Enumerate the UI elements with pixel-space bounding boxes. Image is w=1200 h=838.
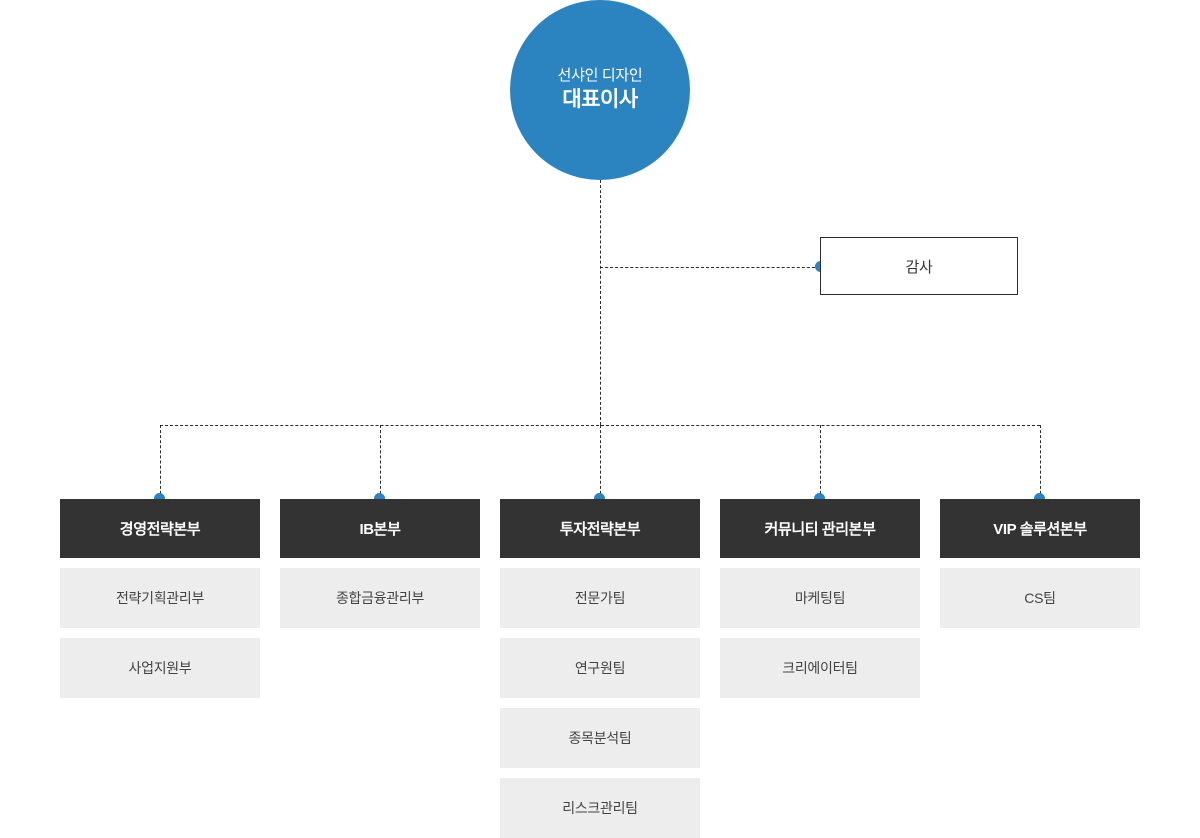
department-header-4[interactable]: 커뮤니티 관리본부 — [720, 499, 920, 558]
ceo-company-label: 선샤인 디자인 — [557, 67, 643, 84]
department-name-label: 경영전략본부 — [119, 521, 201, 538]
team-box[interactable]: 전략기획관리부 — [60, 568, 260, 628]
team-box[interactable]: 전문가팀 — [500, 568, 700, 628]
team-label: 전략기획관리부 — [115, 590, 205, 606]
team-label: 사업지원부 — [128, 660, 192, 676]
connector-dot-dept-1 — [154, 493, 165, 504]
team-box[interactable]: 종목분석팀 — [500, 708, 700, 768]
ceo-node[interactable]: 선샤인 디자인 대표이사 — [510, 0, 690, 180]
audit-box[interactable]: 감사 — [820, 237, 1018, 295]
team-label: 종목분석팀 — [568, 730, 632, 746]
department-column-1: 경영전략본부 전략기획관리부 사업지원부 — [60, 499, 260, 698]
team-label: 크리에이터팀 — [782, 660, 858, 676]
team-box[interactable]: 크리에이터팀 — [720, 638, 920, 698]
drop-line-dept-3 — [600, 425, 601, 499]
department-name-label: 투자전략본부 — [559, 521, 641, 538]
department-name-label: 커뮤니티 관리본부 — [764, 521, 876, 538]
team-box[interactable]: 리스크관리팀 — [500, 778, 700, 838]
department-header-1[interactable]: 경영전략본부 — [60, 499, 260, 558]
drop-line-dept-2 — [380, 425, 381, 499]
team-box[interactable]: 사업지원부 — [60, 638, 260, 698]
team-box[interactable]: 연구원팀 — [500, 638, 700, 698]
team-box[interactable]: 마케팅팀 — [720, 568, 920, 628]
drop-line-dept-4 — [820, 425, 821, 499]
department-header-3[interactable]: 투자전략본부 — [500, 499, 700, 558]
audit-label: 감사 — [905, 258, 933, 276]
team-label: 리스크관리팀 — [562, 800, 638, 816]
connector-dot-dept-2 — [374, 493, 385, 504]
audit-branch-line — [600, 267, 820, 268]
department-column-5: VIP 솔루션본부 CS팀 — [940, 499, 1140, 628]
connector-dot-dept-4 — [814, 493, 825, 504]
drop-line-dept-5 — [1040, 425, 1041, 499]
team-label: CS팀 — [1024, 590, 1056, 606]
department-column-3: 투자전략본부 전문가팀 연구원팀 종목분석팀 리스크관리팀 — [500, 499, 700, 838]
team-box[interactable]: CS팀 — [940, 568, 1140, 628]
ceo-spine-line — [600, 180, 601, 425]
team-label: 전문가팀 — [574, 590, 626, 606]
department-name-label: VIP 솔루션본부 — [993, 521, 1087, 538]
connector-dot-dept-5 — [1034, 493, 1045, 504]
connector-dot-dept-3 — [594, 493, 605, 504]
team-label: 종합금융관리부 — [335, 590, 425, 606]
team-label: 연구원팀 — [574, 660, 626, 676]
department-header-2[interactable]: IB본부 — [280, 499, 480, 558]
department-column-2: IB본부 종합금융관리부 — [280, 499, 480, 628]
team-label: 마케팅팀 — [794, 590, 846, 606]
department-header-5[interactable]: VIP 솔루션본부 — [940, 499, 1140, 558]
drop-line-dept-1 — [160, 425, 161, 499]
department-name-label: IB본부 — [359, 521, 401, 538]
ceo-title-label: 대표이사 — [562, 87, 638, 111]
department-column-4: 커뮤니티 관리본부 마케팅팀 크리에이터팀 — [720, 499, 920, 698]
team-box[interactable]: 종합금융관리부 — [280, 568, 480, 628]
